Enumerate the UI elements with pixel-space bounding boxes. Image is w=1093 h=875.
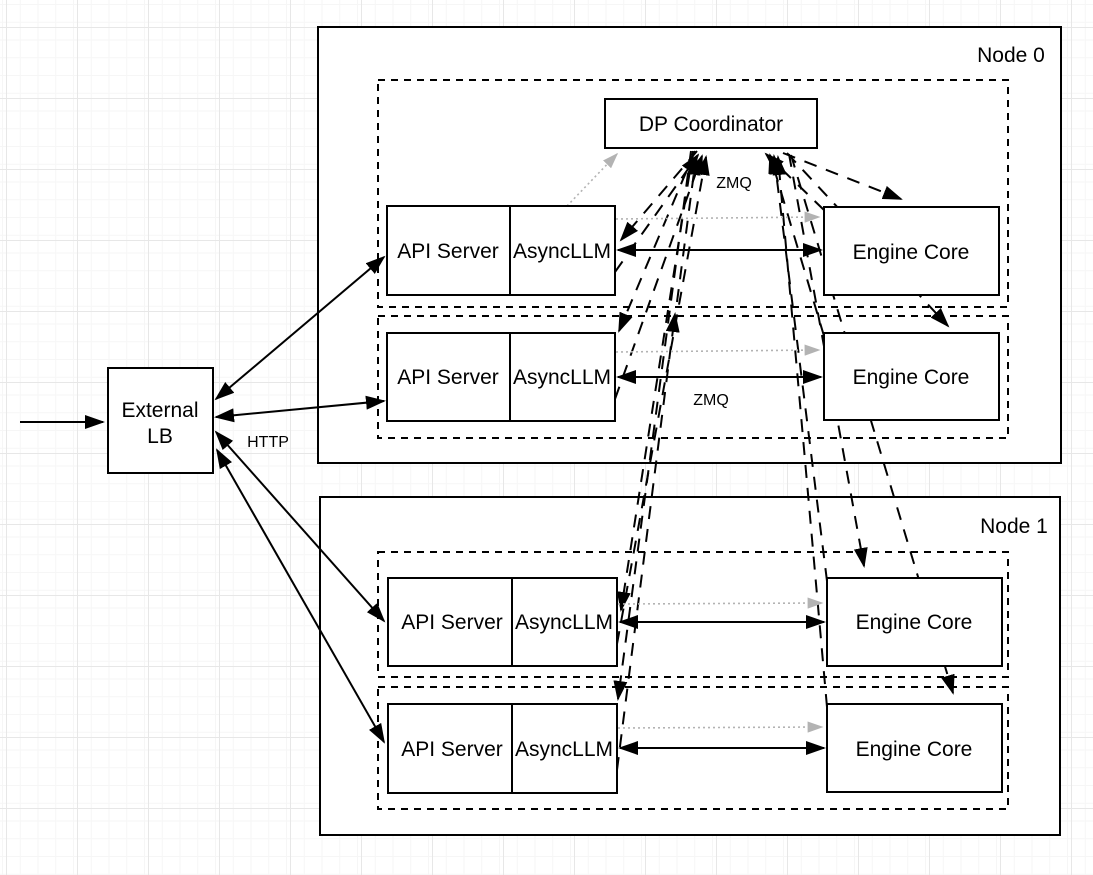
coordinator-to-asyncllm2-arrow (618, 150, 696, 333)
dp-coordinator-box (604, 98, 818, 149)
coordinator-to-asyncllm1-arrow (619, 150, 698, 242)
asyncllm3-to-engine3-dotted-arrow (617, 597, 824, 609)
asyncllm-label-n0r1: AsyncLLM (513, 366, 611, 389)
asyncllm2-to-coordinator-arrow (614, 154, 703, 400)
api-server-label-n1r0: API Server (401, 611, 503, 634)
component-boxes (107, 98, 1003, 794)
api-server-label-n0r1: API Server (397, 366, 499, 389)
coordinator-to-asyncllm4-arrow (613, 150, 692, 701)
api-server-label-n0r0: API Server (397, 240, 499, 263)
engine-core-box-n1r1 (826, 703, 1003, 793)
node1-label: Node 1 (980, 515, 1048, 538)
engine-core-box-n0r1 (823, 332, 1000, 421)
engine3-to-coordinator-arrow (769, 154, 828, 582)
lb-to-api4-arrow (216, 448, 385, 744)
external-lb-label-line2: LB (147, 425, 173, 448)
engine-core-label-n0r1: Engine Core (853, 366, 970, 389)
zmq-coordinator-edge-label: ZMQ (716, 175, 752, 192)
labels: Node 0 Node 1 DP Coordinator API Server … (121, 44, 1047, 761)
engine-core-box-n0r0 (823, 206, 1000, 296)
engine-core-label-n0r0: Engine Core (853, 241, 970, 264)
api-asyncllm-box-n1r1 (387, 703, 618, 794)
asyncllm-label-n0r0: AsyncLLM (513, 240, 611, 263)
external-lb-box (107, 367, 214, 474)
asyncllm1-to-engine1-dotted-arrow (615, 211, 821, 223)
api-asyncllm-box-n1r0 (387, 577, 618, 667)
row-links (616, 243, 826, 755)
engine-core-label-n1r1: Engine Core (856, 738, 973, 761)
asyncllm1-to-coordinator-dotted-arrow (566, 152, 619, 207)
node1-replica1-dashed-box (377, 686, 1009, 810)
dotted-links (566, 152, 824, 733)
lb-connections (20, 255, 386, 744)
asyncllm-label-n1r1: AsyncLLM (515, 738, 613, 761)
engine-core-label-n1r0: Engine Core (856, 611, 973, 634)
node0-replica0-dashed-box (377, 79, 1009, 308)
zmq-row2-edge-label: ZMQ (693, 392, 729, 409)
http-edge-label: HTTP (247, 434, 289, 451)
lb-to-api2-arrow (214, 395, 386, 423)
external-lb-label-line1: External (121, 399, 198, 422)
api-server-label-n1r1: API Server (401, 738, 503, 761)
api-asyncllm-box-n0r1 (386, 332, 616, 422)
boundary-to-coordinator-arrow (676, 155, 701, 303)
asyncllm2-to-engine2-dotted-arrow (615, 344, 821, 356)
node0-label: Node 0 (977, 44, 1045, 67)
engine-core-box-n1r0 (826, 577, 1003, 667)
api-asyncllm-box-n0r0 (386, 205, 616, 296)
dp-coordinator-label: DP Coordinator (639, 113, 783, 136)
asyncllm4-to-engine4-dotted-arrow (617, 721, 824, 733)
lb-to-api1-arrow (214, 255, 386, 401)
asyncllm-label-n1r0: AsyncLLM (515, 611, 613, 634)
